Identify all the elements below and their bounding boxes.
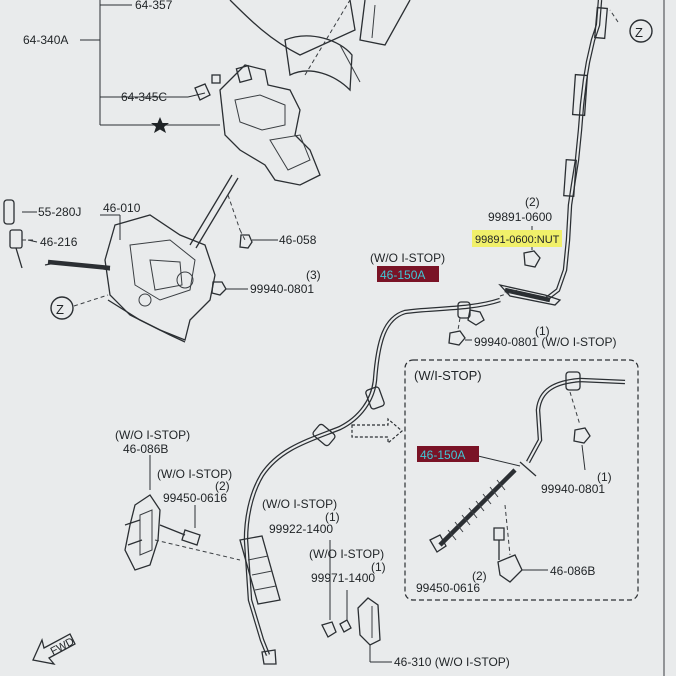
label-46-150a-box: 46-150A bbox=[420, 448, 465, 462]
label-99940-right-qty: (1) bbox=[535, 324, 550, 338]
nut-note-highlight bbox=[472, 230, 562, 247]
label-wo-istop-top: (W/O I-STOP) bbox=[370, 251, 445, 265]
label-wo-istop-99922: (W/O I-STOP) bbox=[262, 497, 337, 511]
main-cable bbox=[239, 289, 519, 656]
label-46-150a-top: 46-150A bbox=[380, 268, 425, 282]
part-highlight-46-150a-top bbox=[377, 266, 439, 282]
label-wo-istop-99971: (W/O I-STOP) bbox=[309, 547, 384, 561]
label-46-010: 46-010 bbox=[103, 201, 141, 215]
fwd-label: FWD bbox=[49, 636, 77, 658]
label-46-216: 46-216 bbox=[40, 235, 78, 249]
lower-clip-parts bbox=[261, 540, 392, 665]
label-99450-0616-box: 99450-0616 bbox=[416, 581, 480, 595]
label-99940-0801-qty: (3) bbox=[306, 268, 321, 282]
label-99940-0801: 99940-0801 bbox=[250, 282, 314, 296]
bracket-46-086b bbox=[124, 455, 241, 571]
wi-istop-box bbox=[404, 359, 639, 601]
label-99971-1400: 99971-1400 bbox=[311, 571, 375, 585]
label-99450-qty: (2) bbox=[215, 479, 230, 493]
label-99940-0801-box: 99940-0801 bbox=[541, 482, 605, 496]
label-64-340a: 64-340A bbox=[23, 33, 68, 47]
transfer-arrow-icon bbox=[351, 417, 403, 445]
label-99450-box-qty: (2) bbox=[472, 569, 487, 583]
label-46-086b-box: 46-086B bbox=[550, 564, 595, 578]
upper-cable bbox=[498, 0, 619, 306]
label-99891-0600-nut: 99891-0600:NUT bbox=[475, 234, 560, 246]
z-circle-icon: Z bbox=[629, 19, 653, 43]
label-99940-box-qty: (1) bbox=[597, 470, 612, 484]
part-highlight-46-150a-box bbox=[417, 446, 479, 462]
z-marker-label: Z bbox=[56, 302, 64, 317]
label-99922-qty: (1) bbox=[325, 510, 340, 524]
wi-istop-cable bbox=[429, 371, 626, 583]
label-wi-istop: (W/I-STOP) bbox=[414, 368, 482, 383]
star-icon bbox=[151, 117, 169, 133]
label-99891-0600: 99891-0600 bbox=[488, 210, 552, 224]
label-wo-istop-46-086b: (W/O I-STOP) bbox=[115, 428, 190, 442]
label-46-058: 46-058 bbox=[279, 233, 317, 247]
label-99891-qty: (2) bbox=[525, 195, 540, 209]
shift-mechanism bbox=[3, 174, 278, 343]
label-64-345c: 64-345C bbox=[121, 90, 167, 104]
label-46-086b: 46-086B bbox=[123, 442, 168, 456]
label-55-280j: 55-280J bbox=[38, 205, 81, 219]
label-99971-qty: (1) bbox=[371, 560, 386, 574]
label-wo-istop-99450: (W/O I-STOP) bbox=[157, 467, 232, 481]
label-99922-1400: 99922-1400 bbox=[269, 522, 333, 536]
label-99450-0616: 99450-0616 bbox=[163, 491, 227, 505]
z-circle-icon: Z bbox=[50, 296, 74, 320]
label-64-357: 64-357 bbox=[135, 0, 173, 12]
fwd-arrow-icon: FWD bbox=[32, 633, 77, 665]
label-99940-0801-wo-istop: 99940-0801 (W/O I-STOP) bbox=[474, 335, 617, 349]
z-marker-top-label: Z bbox=[635, 25, 643, 40]
label-46-310: 46-310 (W/O I-STOP) bbox=[394, 655, 510, 669]
